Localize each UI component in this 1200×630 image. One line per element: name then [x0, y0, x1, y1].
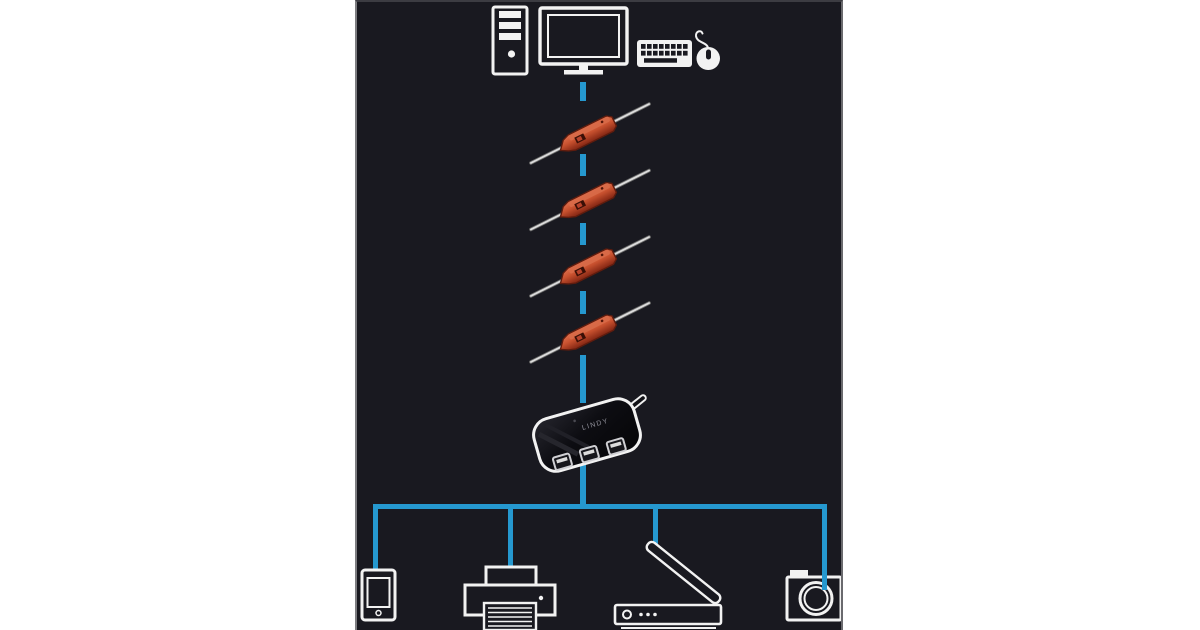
computer-workstation	[491, 5, 720, 76]
usb-repeater-cable-4	[525, 293, 655, 372]
monitor-icon	[538, 6, 629, 75]
drop-to-printer	[508, 504, 513, 567]
drop-to-scanner	[653, 504, 658, 548]
usb-repeater-cable-2	[525, 161, 655, 239]
drop-to-camera	[822, 504, 827, 590]
dashed-usb-line	[580, 82, 586, 509]
usb-topology-diagram: LINDY	[360, 5, 841, 630]
hub-usb-ports	[551, 437, 627, 471]
scanner-icon	[613, 540, 723, 629]
camera-icon	[785, 570, 841, 622]
smartphone-icon	[360, 568, 397, 622]
usb-bus-lines	[373, 504, 827, 570]
usb-hub-icon: LINDY	[532, 394, 647, 473]
keyboard-icon	[637, 40, 692, 67]
drop-to-smartphone	[373, 504, 378, 570]
pc-tower-icon	[491, 5, 529, 76]
usb-repeater-cable-1	[525, 94, 655, 173]
diagram-panel: LINDY	[355, 0, 843, 630]
printer-icon	[463, 565, 557, 630]
mouse-icon	[695, 30, 720, 70]
bus-horizontal-line	[373, 504, 827, 509]
usb-repeater-cable-3	[525, 227, 655, 306]
